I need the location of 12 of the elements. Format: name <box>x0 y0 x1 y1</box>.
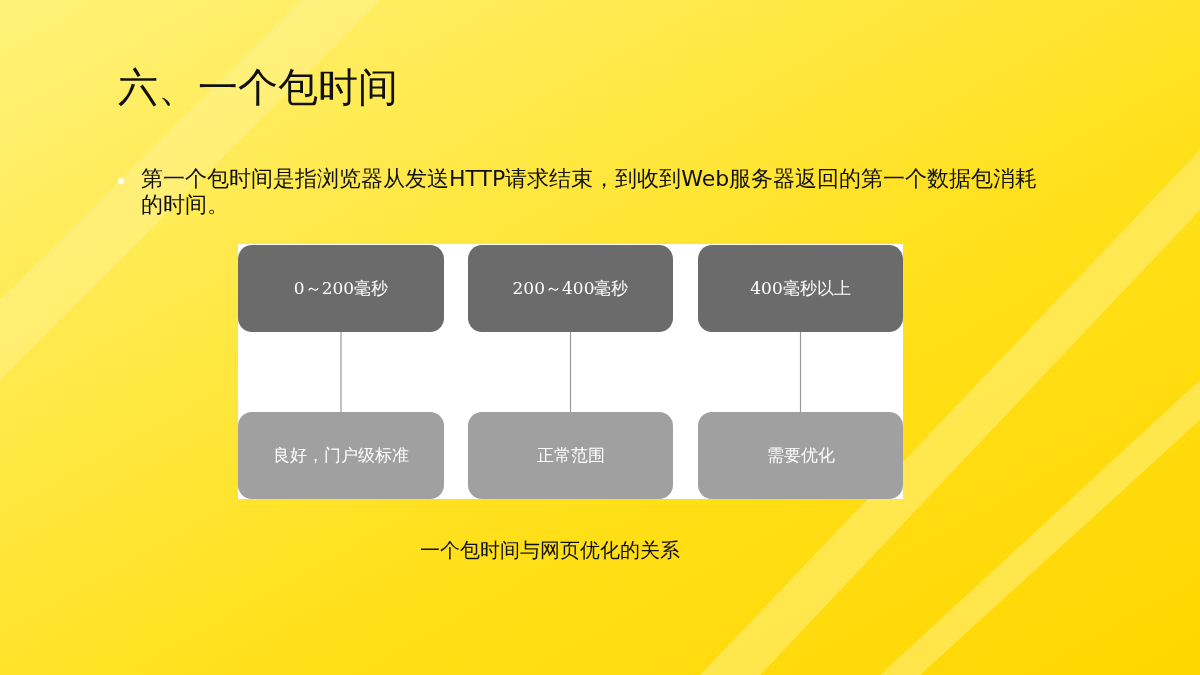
figure-caption: 一个包时间与网页优化的关系 <box>420 537 680 564</box>
connector-line <box>799 331 802 413</box>
range-box: 400毫秒以上 <box>698 245 903 332</box>
connector-line <box>340 331 342 413</box>
slide-title: 六、一个包时间 <box>118 63 398 112</box>
bullet-text: 第一个包时间是指浏览器从发送HTTP请求结束，到收到Web服务器返回的第一个数据包消耗的时间。 <box>141 166 1039 218</box>
connector-line <box>569 331 572 413</box>
range-box: 200～400毫秒 <box>468 245 673 332</box>
rating-box: 良好，门户级标准 <box>238 412 444 499</box>
range-box: 0～200毫秒 <box>238 245 444 332</box>
rating-box: 正常范围 <box>468 412 673 499</box>
rating-box: 需要优化 <box>698 412 903 499</box>
